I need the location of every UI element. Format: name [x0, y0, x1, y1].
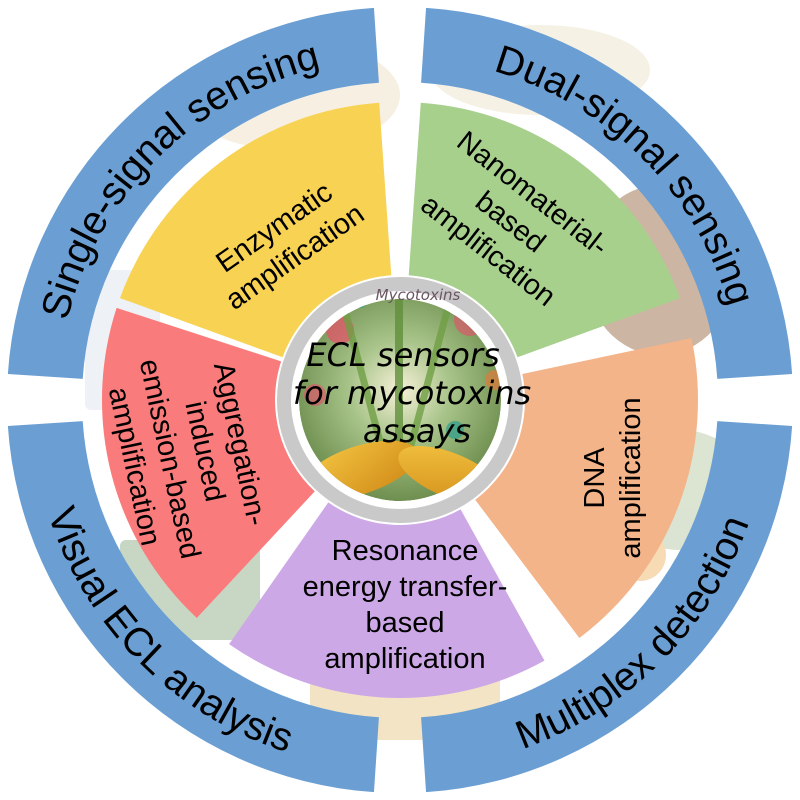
wedge-label-dna: DNA amplification — [579, 397, 647, 558]
center-title-line: assays — [363, 412, 471, 450]
wedge-aggregation — [102, 307, 315, 618]
wedge-label-resonance: Resonance energy transfer- based amplifi… — [303, 535, 508, 675]
center-gray-ring — [277, 277, 523, 523]
wedge-enzymatic — [119, 102, 392, 358]
center-title-line: ECL sensors — [306, 336, 499, 374]
center-tag: Mycotoxins — [376, 286, 461, 304]
wedge-label-line: Resonance — [332, 535, 479, 567]
ring-visual-ecl — [7, 421, 379, 793]
ring-single-signal — [7, 7, 379, 379]
wedges — [102, 102, 698, 698]
wedge-label-line: based — [365, 607, 444, 639]
wedge-label-line: energy transfer- — [303, 571, 508, 603]
outer-ring — [7, 7, 793, 793]
wedge-dna — [475, 338, 698, 638]
center-title-line: for mycotoxins — [293, 374, 531, 412]
ring-multiplex — [421, 421, 793, 793]
wedge-label-line: amplification — [615, 397, 647, 558]
wedge-label-line: DNA — [579, 447, 611, 509]
wedge-resonance — [229, 502, 545, 698]
wedge-label-line: amplification — [324, 643, 485, 675]
center-hub: Mycotoxins ECL sensors for mycotoxins as… — [277, 277, 531, 523]
wedge-nanomaterial — [408, 102, 681, 358]
ring-dual-signal — [421, 7, 793, 379]
